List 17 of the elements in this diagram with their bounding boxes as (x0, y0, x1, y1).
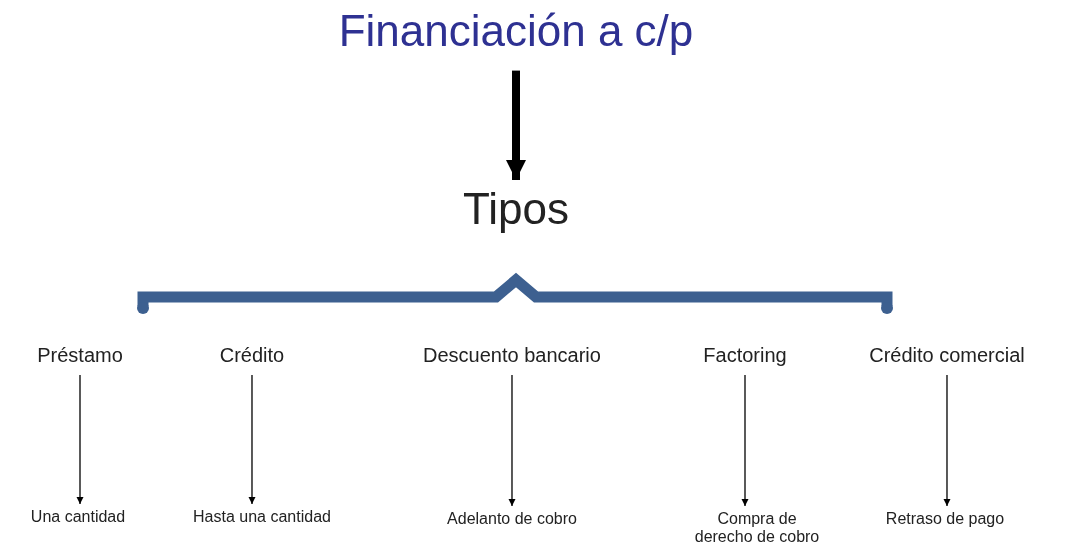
arrow (248, 374, 256, 505)
type-label: Préstamo (37, 344, 123, 367)
description-text: Retraso de pago (885, 510, 1005, 529)
description-text: Una cantidad (30, 508, 126, 527)
heading-text: Tipos (463, 184, 569, 235)
description-text: Adelanto de cobro (447, 510, 577, 529)
arrow (76, 374, 84, 505)
type-label: Crédito comercial (869, 344, 1025, 367)
type-label: Factoring (703, 344, 787, 367)
arrow (943, 374, 951, 507)
type-label: Crédito (219, 344, 285, 367)
arrow (741, 374, 749, 507)
title-text: Financiación a c/p (338, 6, 694, 57)
description-text: Compra de derecho de cobro (693, 510, 821, 545)
arrow (508, 374, 516, 507)
description-text: Hasta una cantidad (193, 508, 331, 527)
type-label: Descuento bancario (423, 344, 601, 367)
